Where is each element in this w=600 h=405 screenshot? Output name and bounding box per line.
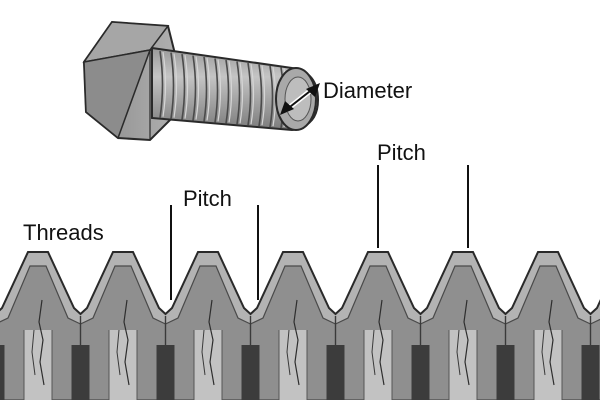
bolt-thread-highlight [217, 59, 222, 122]
thread-crest-face [279, 330, 307, 400]
thread-crack-line [208, 299, 215, 386]
thread-shadow-band [156, 345, 175, 400]
thread-crack-line [541, 329, 546, 376]
hex-bolt-icon [82, 20, 320, 142]
pitch-label-small: Pitch [183, 186, 232, 211]
bolt-thread-highlight [162, 51, 167, 117]
bolt-thread-highlight [228, 60, 233, 123]
thread-crest-face [24, 330, 52, 400]
double-arrow-icon [280, 83, 320, 115]
pitch-label-large: Pitch [377, 140, 426, 165]
thread-crack-line [201, 329, 206, 376]
thread-crack-line [371, 329, 376, 376]
thread-crack-line [31, 329, 36, 376]
pitch-lines-large [377, 165, 469, 248]
thread-crack-line [293, 299, 300, 386]
thread-crest-face [194, 330, 222, 400]
thread-crack-line [116, 329, 121, 376]
thread-crack-line [38, 299, 45, 386]
bolt-threads [159, 50, 288, 129]
bolt-thread-ridge [159, 50, 164, 118]
bolt-thread-highlight [261, 65, 266, 126]
bolt-thread-ridge [203, 56, 208, 122]
bolt-thread-ridge [225, 59, 230, 124]
thread-crack-line [463, 299, 470, 386]
threads-label: Threads [23, 220, 104, 245]
bolt-thread-ridge [170, 52, 175, 119]
bolt-thread-ridge [214, 58, 219, 123]
thread-shadow-band [326, 345, 345, 400]
bolt-thread-highlight [184, 54, 189, 119]
bolt-thread-highlight [239, 62, 244, 124]
thread-shadow-band [0, 345, 5, 400]
bolt-thread-ridge [181, 53, 186, 120]
thread-crack-line [548, 299, 555, 386]
thread-crack-line [378, 299, 385, 386]
thread-crest-face [534, 330, 562, 400]
thread-shadow-band [496, 345, 515, 400]
thread-crest-face [449, 330, 477, 400]
bolt-thread-highlight [250, 63, 255, 125]
bolt-thread-highlight [195, 56, 200, 120]
bolt-thread-ridge [192, 55, 197, 121]
bolt-head-left-face [83, 49, 152, 140]
thread-crack-line [123, 299, 130, 386]
thread-shadow-band [241, 345, 260, 400]
thread-crack-line [286, 329, 291, 376]
thread-shadow-band [71, 345, 90, 400]
pitch-lines-small [170, 205, 259, 300]
bolt-thread-ridge [247, 62, 252, 126]
thread-shadow-band [411, 345, 430, 400]
thread-crack-line [456, 329, 461, 376]
thread-crest-face [364, 330, 392, 400]
bolt-thread-ridge [236, 61, 241, 125]
bolt-thread-ridge [258, 64, 263, 127]
thread-crest-face [109, 330, 137, 400]
thread-shadow-band [581, 345, 600, 400]
thread-cross-section [0, 251, 600, 401]
bolt-thread-ridge [269, 65, 274, 128]
bolt-thread-highlight [173, 53, 178, 118]
bolt-thread-highlight [206, 57, 211, 121]
diameter-label: Diameter [323, 78, 413, 103]
